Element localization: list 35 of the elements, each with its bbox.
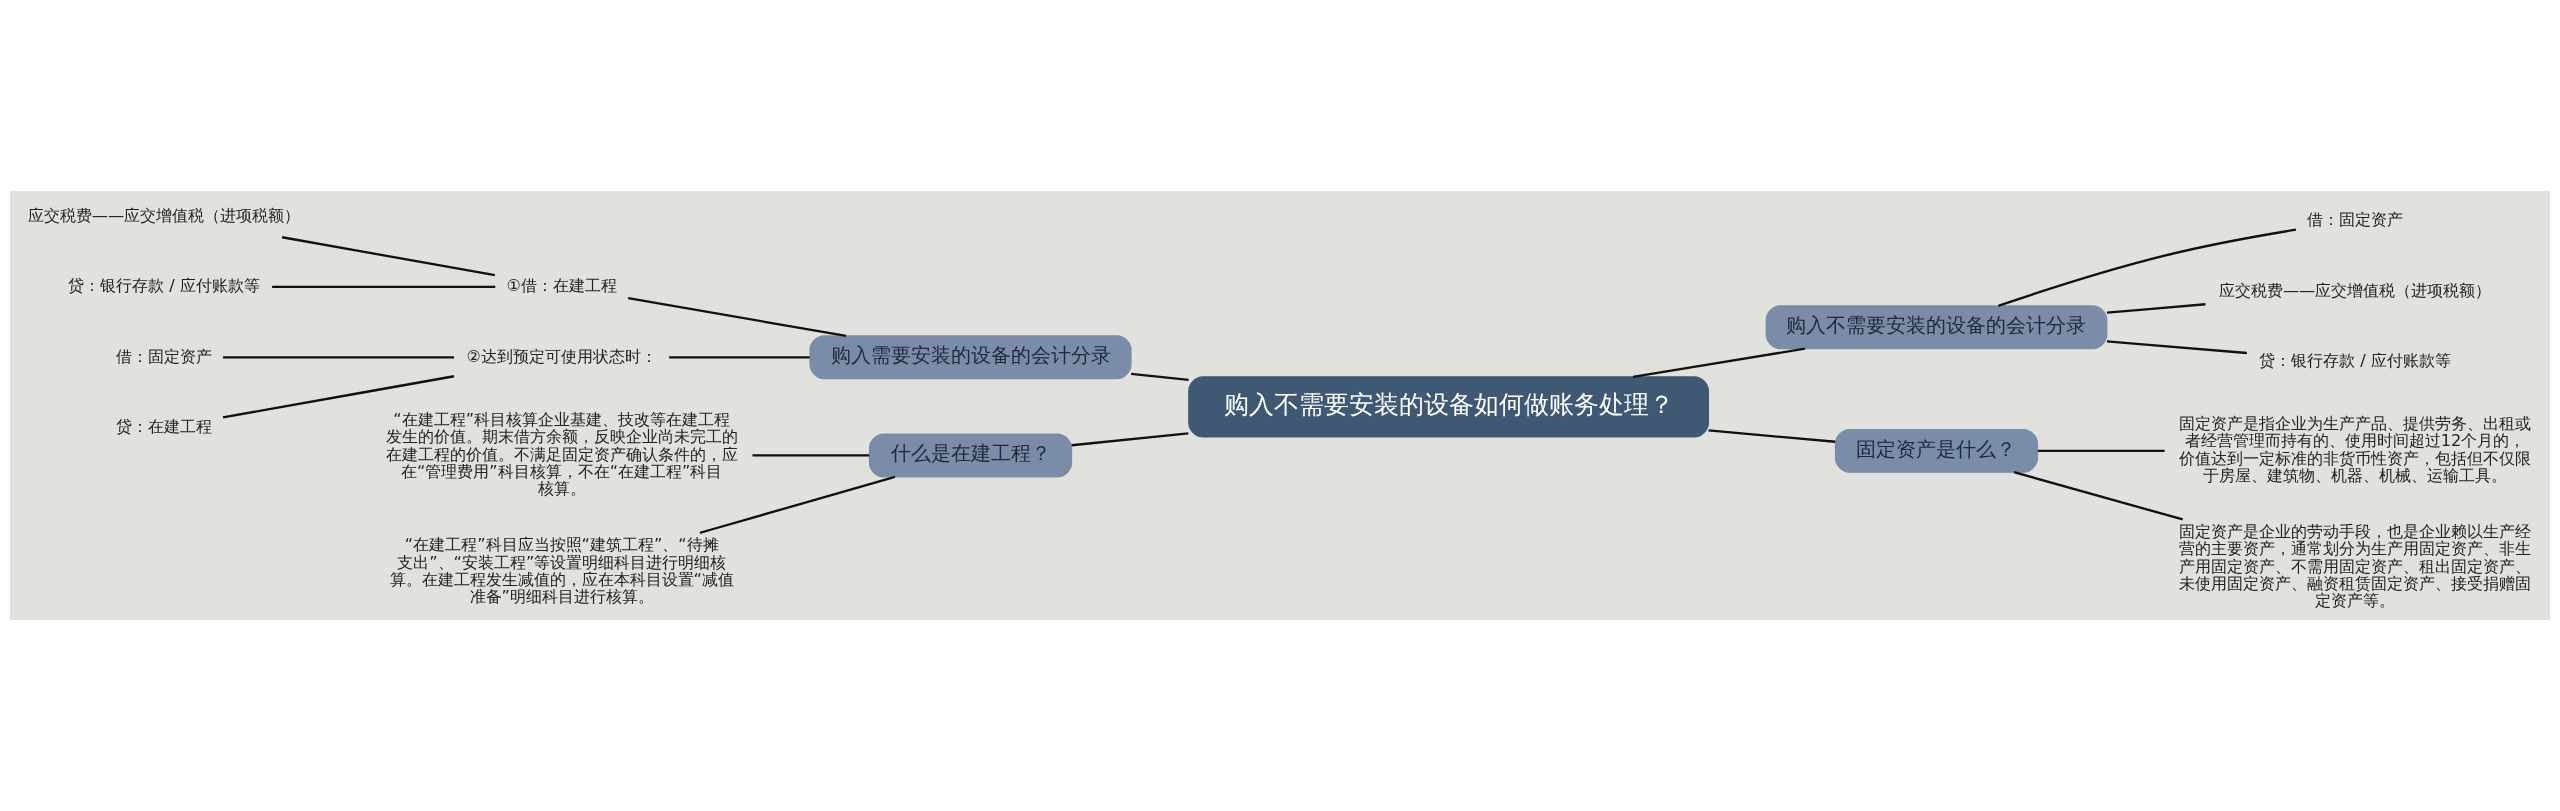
- connector: [628, 297, 847, 338]
- node-text: 借：固定资产: [2307, 210, 2404, 230]
- node-box: 固定资产是什么？: [1834, 428, 2039, 473]
- node-text: 固定资产是企业的劳动手段，也是企业赖以生产经营的主要资产，通常划分为生产用固定资产、非生产用固定资产、不需用固定资产、租出固定资产、未使用固定资产、融资租赁固定资产、接受捐赠固定资产等。: [2179, 522, 2532, 611]
- node-text: 贷：银行存款 / 应付账款等: [2259, 351, 2451, 371]
- connector: [752, 454, 870, 457]
- connector: [222, 375, 455, 419]
- node-box: 购入需要安装的设备的会计分录: [809, 335, 1132, 380]
- node-text: 应交税费——应交增值税（进项税额）: [27, 205, 301, 225]
- node-text: 固定资产是指企业为生产产品、提供劳务、出租或者经营管理而持有的、使用时间超过12个月的，价值达到一定标准的非货币性资产，包括但不仅限于房屋、建筑物、机器、机械、运输工具。: [2179, 414, 2532, 486]
- connector: [223, 356, 455, 359]
- connector: [1071, 432, 1189, 447]
- node-text: 贷：银行存款 / 应付账款等: [68, 276, 260, 296]
- connector: [669, 356, 810, 359]
- node-box: 什么是在建工程？: [868, 433, 1073, 478]
- connector: [1632, 347, 1806, 378]
- connector: [281, 236, 496, 277]
- node-text: “在建工程”科目应当按照“建筑工程”、“待摊支出”、“安装工程”等设置明细科目进行明细核算。在建工程发生减值的，应在本科目设置“减值准备”明细科目进行核算。: [389, 535, 734, 607]
- connector: [2013, 471, 2183, 521]
- node-text: 应交税费——应交增值税（进项税额）: [2218, 280, 2492, 300]
- node-text: ②达到预定可使用状态时：: [466, 346, 657, 366]
- connector: [1130, 372, 1189, 382]
- connector: [1997, 228, 2297, 307]
- node-text: 贷：在建工程: [115, 417, 212, 436]
- node-text: ①借：在建工程: [506, 276, 617, 296]
- node-box: 购入不需要安装的设备如何做账务处理？: [1188, 376, 1709, 438]
- connector: [699, 475, 896, 534]
- connector: [272, 285, 496, 288]
- connector: [2037, 449, 2165, 452]
- node-box: 购入不需要安装的设备的会计分录: [1765, 305, 2108, 350]
- node-text: “在建工程”科目核算企业基建、技改等在建工程发生的价值。期末借方余额，反映企业尚未完工的在建工程的价值。不满足固定资产确认条件的，应在“管理费用”科目核算，不在“在建工程”科目核算。: [385, 410, 738, 499]
- node-text: 借：固定资产: [115, 346, 212, 366]
- connector: [1708, 429, 1836, 443]
- connector: [2106, 340, 2247, 355]
- connector: [2106, 303, 2206, 314]
